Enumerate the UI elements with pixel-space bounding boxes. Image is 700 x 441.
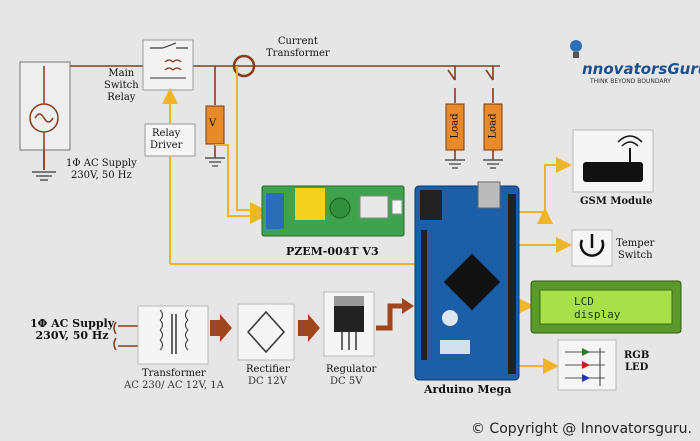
main-switch-relay [142, 39, 194, 91]
ac-supply-top-label: 1Φ AC Supply 230V, 50 Hz [66, 158, 137, 181]
load1-label: Load [449, 113, 461, 139]
bottom-power-chain [113, 291, 414, 365]
rectifier-label: Rectifier [246, 364, 290, 375]
gsm-module-label: GSM Module [580, 196, 653, 207]
transformer-label: Transformer [142, 368, 206, 379]
arduino-label: Arduino Mega [424, 383, 512, 396]
gsm-module-box [572, 129, 654, 193]
main-switch-relay-label: Main Switch Relay [104, 68, 139, 103]
pzem-label: PZEM-004T V3 [286, 245, 379, 258]
logo-text: nnovatorsGuru [582, 60, 700, 78]
rgb-led-box [557, 339, 617, 391]
lcd-line2: display [574, 308, 621, 321]
ac-supply-bottom-label: 1Φ AC Supply 230V, 50 Hz [30, 317, 115, 342]
lcd-line1: LCD [574, 295, 594, 308]
regulator-label: Regulator [326, 364, 377, 375]
relay-driver-box [144, 123, 196, 157]
arduino-mega-board [414, 181, 520, 381]
loads [445, 103, 503, 169]
transformer-spec: AC 230/ AC 12V, 1A [124, 380, 224, 391]
rectifier-spec: DC 12V [248, 376, 287, 387]
load2-label: Load [487, 113, 499, 139]
current-transformer-label: Current Transformer [266, 36, 330, 59]
signal-wires [162, 66, 572, 374]
rgb-led-label: RGB LED [624, 350, 650, 373]
logo-tagline: THINK BEYOND BOUNDARY [590, 78, 671, 85]
copyright-text: © Copyright @ Innovatorsguru. [470, 421, 692, 437]
load-switches [447, 69, 494, 81]
regulator-spec: DC 5V [330, 376, 363, 387]
ac-source-top [19, 61, 71, 181]
temper-switch-label: Temper Switch [616, 238, 655, 261]
relay-driver-label: Relay Driver [150, 128, 183, 151]
voltmeter-label: V [209, 118, 217, 129]
logo-bulb-icon [570, 40, 582, 58]
pzem-board [261, 185, 405, 237]
current-transformer [232, 54, 256, 78]
temper-switch-box [571, 229, 613, 267]
lcd-module [530, 280, 682, 334]
